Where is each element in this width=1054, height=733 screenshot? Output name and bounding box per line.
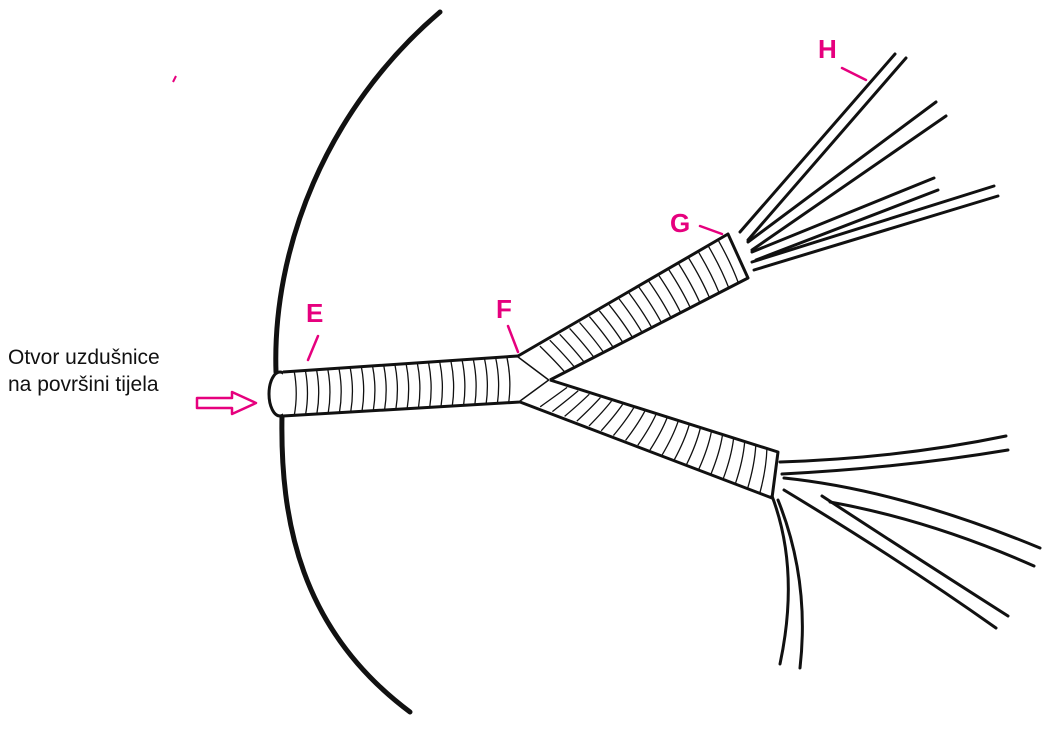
tracheal-ring <box>598 310 624 344</box>
caption-line-1: Otvor uzdušnice <box>8 346 160 369</box>
tracheal-ring <box>472 358 477 405</box>
tracheal-ring <box>564 393 590 417</box>
tracheal-ring <box>494 357 500 404</box>
tracheal-ring <box>579 322 605 354</box>
leader-e <box>306 334 320 362</box>
tracheoles-lower <box>770 434 1042 670</box>
tracheal-ring <box>576 397 601 422</box>
tracheal-ring <box>349 367 354 413</box>
label-e: E <box>306 298 323 328</box>
tracheal-ring <box>697 251 720 294</box>
label-leaders <box>306 66 868 362</box>
tracheal-ring <box>427 361 432 408</box>
tracheal-ring <box>559 333 586 364</box>
tracheal-ring <box>661 421 679 456</box>
tracheal-ring <box>698 431 713 470</box>
leader-f <box>506 324 520 354</box>
tracheal-ring <box>668 269 691 309</box>
tracheal-ring <box>360 366 365 412</box>
tracheal-ring <box>416 362 421 409</box>
lower-branch-tube <box>519 378 780 500</box>
tracheal-ring <box>552 390 579 413</box>
tracheal-ring <box>677 263 701 304</box>
tracheal-ring <box>338 368 342 413</box>
spiracle-caption: Otvor uzdušnice na površini tijela <box>8 344 160 398</box>
tracheal-ring <box>588 400 613 427</box>
tracheal-ring <box>707 245 730 289</box>
leader-h <box>840 66 868 82</box>
trachea-rings-upper <box>539 239 740 374</box>
tracheal-ring <box>549 339 576 369</box>
tracheal-ring <box>618 298 643 334</box>
tracheal-ring <box>539 386 568 408</box>
tracheal-ring <box>461 359 466 406</box>
tracheal-ring <box>612 407 635 437</box>
tracheoles-upper <box>738 52 1000 272</box>
tracheal-ring <box>569 327 595 359</box>
tracheal-ring <box>394 364 399 410</box>
tracheal-ring <box>673 424 690 460</box>
tracheal-ring <box>638 286 663 324</box>
tracheal-ring <box>600 404 624 432</box>
tracheal-ring <box>625 410 646 441</box>
tracheal-ring <box>687 257 711 299</box>
tracheal-ring <box>439 361 444 407</box>
tracheal-ring <box>686 428 701 465</box>
tracheal-ring <box>710 434 724 475</box>
upper-branch-tube <box>517 232 750 382</box>
tracheal-ring <box>628 292 653 329</box>
tracheal-ring <box>383 365 387 411</box>
tracheal-ring <box>608 304 634 339</box>
tracheal-ring <box>315 369 320 415</box>
caption-line-2: na površini tijela <box>8 373 159 396</box>
tracheal-ring <box>717 239 740 284</box>
tracheal-ring <box>649 417 668 451</box>
tracheal-ring <box>293 371 297 416</box>
tracheal-ring <box>327 368 331 414</box>
tracheal-ring <box>506 356 511 403</box>
label-g: G <box>670 208 690 238</box>
tracheal-ring <box>483 358 489 405</box>
tracheal-ring <box>759 448 768 494</box>
tracheal-ring <box>405 363 410 409</box>
trachea-rings-lower <box>539 386 768 494</box>
tracheal-ring <box>722 438 735 480</box>
tracheal-ring <box>304 370 309 415</box>
trachea-rings-main <box>293 356 511 416</box>
tracheal-ring <box>588 316 615 349</box>
tracheal-ring <box>637 414 657 446</box>
label-f: F <box>496 294 512 324</box>
label-h: H <box>818 34 837 64</box>
tracheal-ring <box>734 441 746 484</box>
tracheal-ring <box>648 280 672 319</box>
tracheal-ring <box>746 445 757 489</box>
body-surface-line <box>273 9 443 715</box>
tracheal-ring <box>539 345 567 374</box>
tracheal-ring <box>658 274 682 314</box>
leader-g <box>698 224 724 236</box>
tracheal-ring <box>371 365 376 411</box>
stray-mark <box>172 75 177 83</box>
air-inflow-arrow <box>195 390 258 416</box>
tracheal-ring <box>450 360 455 407</box>
